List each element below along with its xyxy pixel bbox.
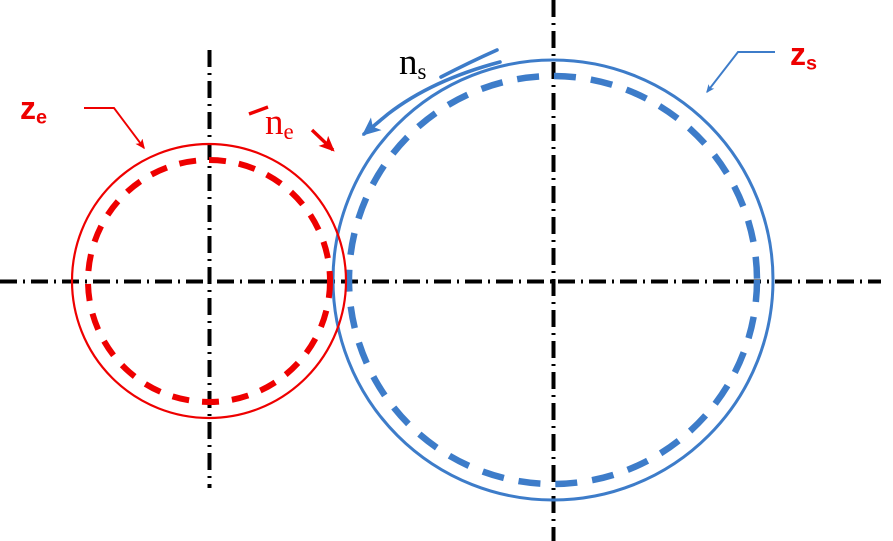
- red-electrode-circles: [70, 142, 348, 420]
- label-z-e-base: z: [20, 90, 36, 126]
- label-n-e-sub: e: [283, 119, 294, 145]
- red-dashed-circle: [85, 157, 333, 405]
- ze-leader-arrow: [84, 107, 145, 150]
- ns-tick-mark: [439, 48, 499, 79]
- label-n-e: ne: [265, 104, 294, 144]
- label-z-s: zs: [790, 38, 817, 74]
- blue-solid-circle: [331, 58, 775, 502]
- label-z-e: ze: [20, 92, 47, 128]
- label-z-s-sub: s: [806, 52, 818, 75]
- label-n-s: ns: [399, 44, 426, 84]
- red-solid-circle: [70, 142, 348, 420]
- label-n-e-base: n: [265, 102, 284, 143]
- ne-leader-arrow: [310, 128, 335, 152]
- ne-tick-mark: [248, 105, 269, 116]
- ns-curved-arrow: [361, 60, 502, 136]
- blue-dashed-circle: [345, 72, 761, 488]
- label-z-e-sub: e: [36, 106, 48, 129]
- blue-sample-circles: [331, 58, 775, 502]
- zs-leader-arrow: [706, 51, 775, 93]
- label-n-s-sub: s: [417, 59, 427, 85]
- label-z-s-base: z: [790, 36, 806, 72]
- label-n-s-base: n: [399, 42, 418, 83]
